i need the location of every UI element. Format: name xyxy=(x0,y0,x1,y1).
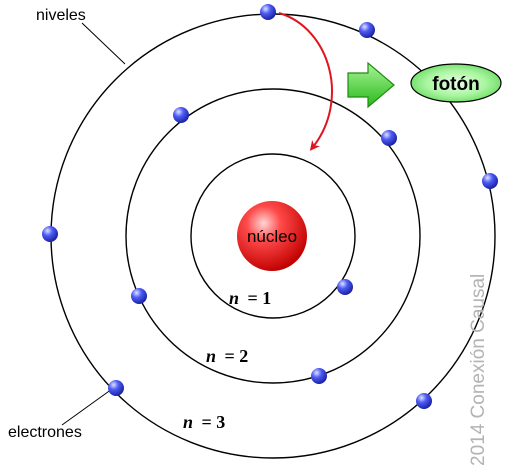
photon-arrow-icon xyxy=(347,61,395,109)
electron xyxy=(173,107,189,123)
watermark: 2014 Conexión Causal xyxy=(468,274,489,466)
electron xyxy=(337,279,353,295)
electron xyxy=(482,173,498,189)
electron xyxy=(311,368,327,384)
electrons-label: electrones xyxy=(8,424,82,441)
electron xyxy=(359,22,375,38)
levels-label: niveles xyxy=(36,7,86,24)
electrons-leader-line xyxy=(61,388,113,426)
n1-label: n = 1 xyxy=(229,288,271,308)
electron xyxy=(416,393,432,409)
levels-leader-line xyxy=(81,22,126,65)
n2-label: n = 2 xyxy=(206,346,248,366)
electron xyxy=(108,380,124,396)
nucleus-label: núcleo xyxy=(247,227,297,246)
nucleus xyxy=(237,201,307,271)
n3-value: = 3 xyxy=(202,412,226,432)
electron xyxy=(381,130,397,146)
n2-value: = 2 xyxy=(225,346,249,366)
n3-label: n = 3 xyxy=(183,412,225,432)
transition-arrow xyxy=(278,12,334,151)
photon-label: fotón xyxy=(432,74,479,95)
n1-symbol: n xyxy=(229,288,239,308)
n2-symbol: n xyxy=(206,346,216,366)
electron xyxy=(42,226,58,242)
electron xyxy=(131,288,147,304)
n1-value: = 1 xyxy=(248,288,272,308)
n3-symbol: n xyxy=(183,412,193,432)
orbit-n2 xyxy=(125,88,421,384)
electron xyxy=(260,4,276,20)
orbit-n1 xyxy=(190,153,356,319)
photon-glow xyxy=(410,63,502,103)
